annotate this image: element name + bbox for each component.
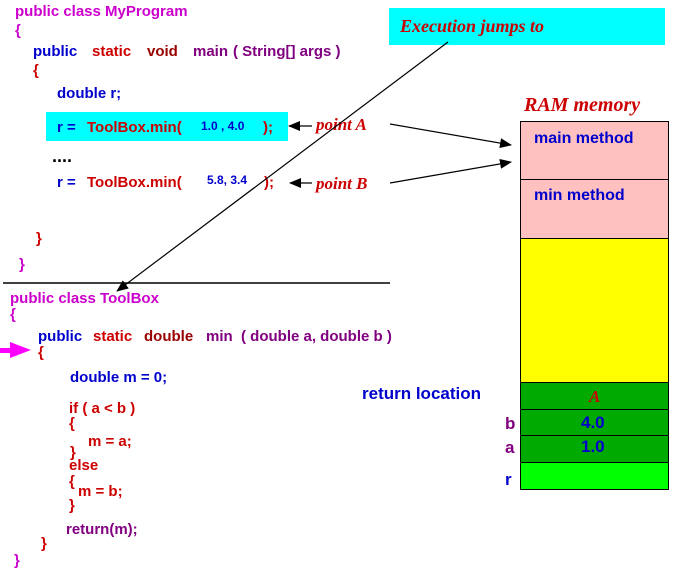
myprogram-open-brace: { xyxy=(15,22,21,39)
assign-b: m = b; xyxy=(78,483,123,500)
ram-return-location-label: return location xyxy=(362,384,482,403)
toolbox-class-decl: public class ToolBox xyxy=(10,290,159,307)
sig-static: static xyxy=(93,328,133,345)
decl-m: double m = 0; xyxy=(70,369,168,386)
if-close-brace: } xyxy=(70,444,76,461)
call2-suffix: ); xyxy=(264,174,274,191)
sig-public: public xyxy=(38,328,83,345)
call1-highlight xyxy=(46,112,288,141)
myprogram-close-brace: } xyxy=(19,256,25,273)
main-public: public xyxy=(33,43,78,60)
ram-min-method-block xyxy=(520,179,669,239)
main-name: main xyxy=(193,43,229,60)
point-b-arrow-right xyxy=(389,158,512,184)
call2-prefix: r = xyxy=(57,174,80,191)
body-close-brace: } xyxy=(41,535,47,552)
assign-a: m = a; xyxy=(88,433,132,450)
main-open-brace: { xyxy=(33,62,39,79)
main-void: void xyxy=(147,43,178,60)
ram-title: RAM memory xyxy=(524,94,641,116)
else-keyword: else xyxy=(69,457,99,474)
call1-suffix: ); xyxy=(263,119,273,136)
ram-main-method-label: main method xyxy=(534,130,634,147)
call2-fn: ToolBox.min( xyxy=(87,174,182,191)
ram-b-value: 4.0 xyxy=(581,413,605,432)
call1-args: 1.0 , 4.0 xyxy=(201,119,245,133)
if-line: if ( a < b ) xyxy=(69,400,136,417)
ram-min-method-label: min method xyxy=(534,187,625,204)
ram-return-value: A xyxy=(589,387,601,406)
point-b-label: point B xyxy=(316,174,368,193)
if-open-brace: { xyxy=(69,415,75,432)
main-params: ( String[] args ) xyxy=(233,43,341,60)
toolbox-open-brace: { xyxy=(10,306,16,323)
execution-banner-text: Execution jumps to xyxy=(400,16,545,36)
ram-a-label: a xyxy=(505,438,515,457)
toolbox-close-brace: } xyxy=(14,552,20,569)
main-close-brace: } xyxy=(36,230,42,247)
execution-jump-arrow xyxy=(116,41,449,292)
execution-banner xyxy=(389,8,665,45)
ram-a-value: 1.0 xyxy=(581,437,605,456)
point-a-arrow-right xyxy=(389,123,512,149)
return-statement: return(m); xyxy=(66,521,138,538)
ram-r-label: r xyxy=(505,470,512,489)
call1-fn: ToolBox.min( xyxy=(87,119,182,136)
ram-r-cell xyxy=(520,462,669,490)
sig-name: min xyxy=(206,328,233,345)
main-static: static xyxy=(92,43,132,60)
ram-return-cell xyxy=(520,382,669,410)
call2-args: 5.8, 3.4 xyxy=(207,173,248,187)
sig-double: double xyxy=(144,328,194,345)
call1-prefix: r = xyxy=(57,119,80,136)
body-open-brace: { xyxy=(38,344,44,361)
ram-b-label: b xyxy=(505,414,516,433)
else-close-brace: } xyxy=(69,497,75,514)
point-a-label: point A xyxy=(316,115,367,134)
sig-params: ( double a, double b ) xyxy=(241,328,392,345)
ram-a-cell xyxy=(520,435,669,463)
else-open-brace: { xyxy=(69,473,75,490)
myprogram-class-decl: public class MyProgram xyxy=(15,3,188,20)
dots: .... xyxy=(52,146,73,166)
decl-r: double r; xyxy=(57,85,122,102)
entry-point-arrow-icon xyxy=(0,342,31,358)
